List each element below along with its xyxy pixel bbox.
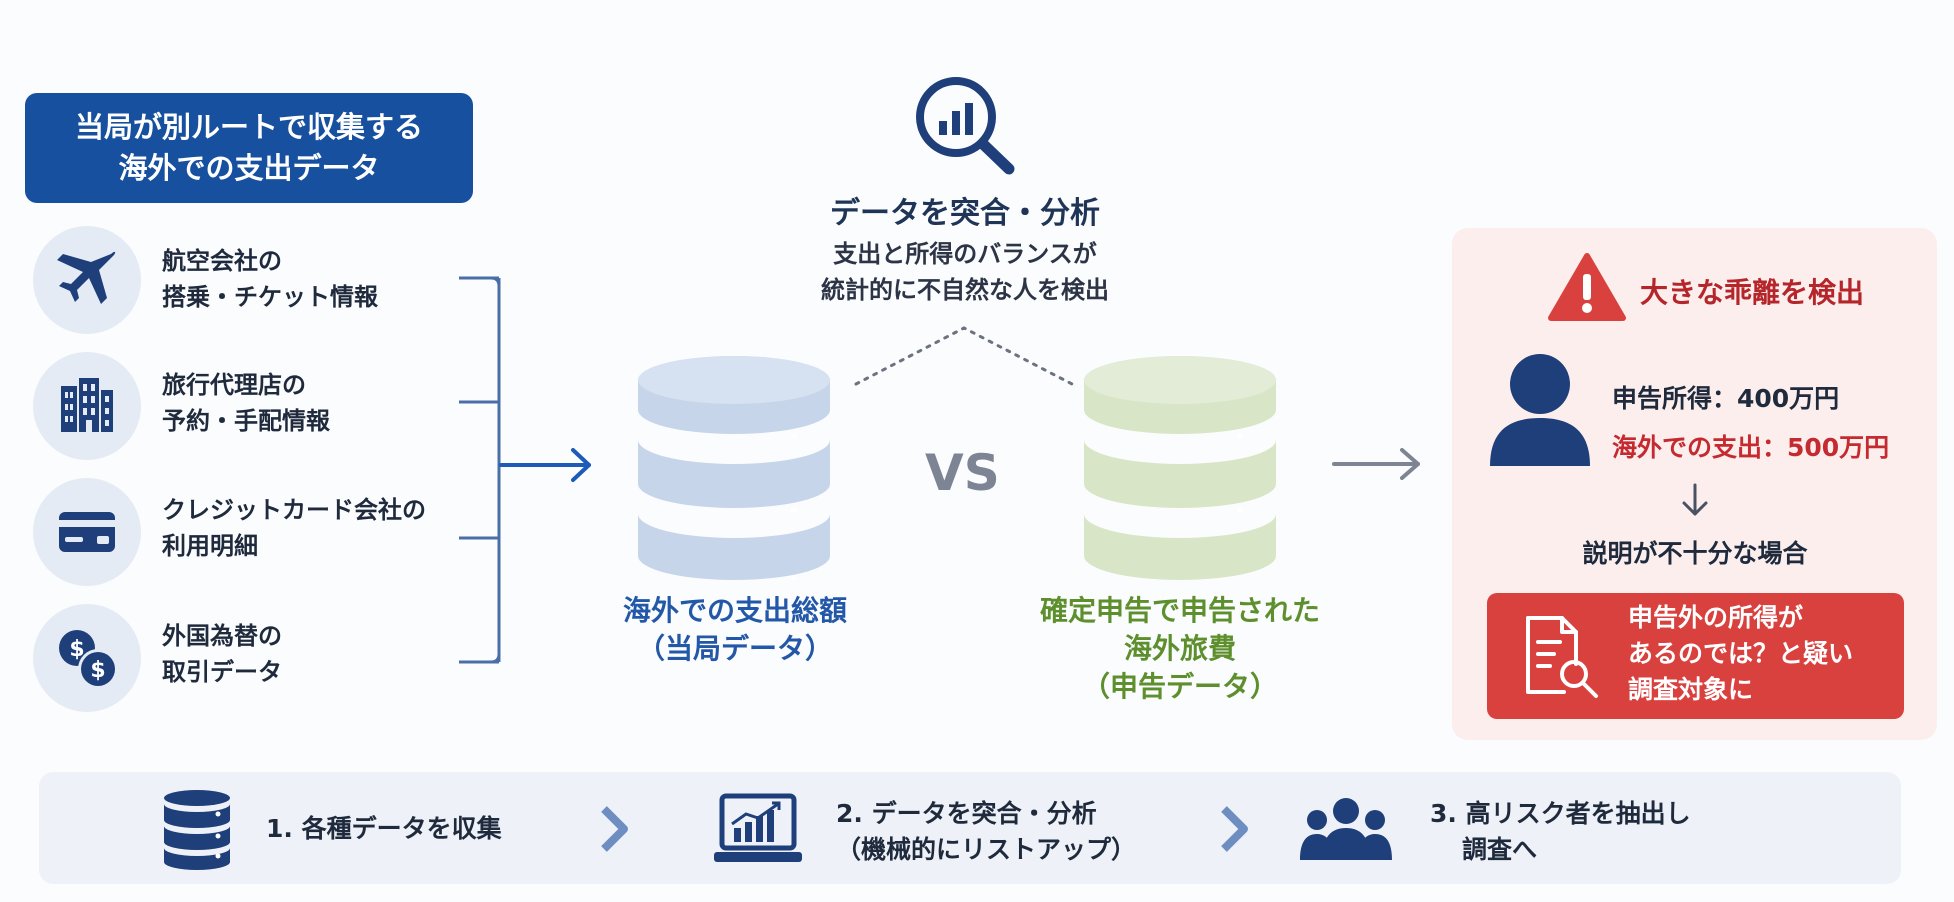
step-2-label: 2. データを突合・分析 （機械的にリストアップ）	[836, 796, 1136, 868]
step-1-line-1: 1. 各種データを収集	[266, 814, 502, 843]
magnifier-chart-icon	[916, 77, 1015, 175]
investigation-line-2: あるのでは？と疑い	[1628, 639, 1854, 668]
source-item-credit-card: クレジットカード会社の 利用明細	[162, 492, 426, 564]
chevron-right-icon	[1221, 806, 1248, 852]
insufficient-explanation: 説明が不十分な場合	[1582, 539, 1808, 568]
source-item-airline: 航空会社の 搭乗・チケット情報	[162, 243, 378, 315]
building-icon	[33, 352, 141, 460]
source-item-credit-card-line-1: クレジットカード会社の	[162, 496, 426, 524]
source-item-airline-line-1: 航空会社の	[162, 247, 282, 275]
overseas-spending: 海外での支出：500万円	[1612, 433, 1890, 462]
step-3-line-1: 3. 高リスク者を抽出し	[1430, 799, 1691, 828]
source-item-currency: 外国為替の 取引データ	[162, 618, 282, 690]
credit-card-icon	[33, 478, 141, 586]
db-label-declared-line-2: 海外旅費	[1123, 632, 1236, 665]
analysis-desc-line-2: 統計的に不自然な人を検出	[821, 276, 1109, 304]
analysis-title: データを突合・分析	[830, 196, 1100, 231]
database-icon	[164, 790, 230, 870]
investigation-line-1: 申告外の所得が	[1628, 603, 1804, 632]
source-item-airline-line-2: 搭乗・チケット情報	[162, 283, 378, 311]
person-icon	[1490, 354, 1590, 466]
arrow-down-icon	[1682, 483, 1708, 516]
db-label-authority: 海外での支出総額 （当局データ）	[560, 592, 910, 668]
step-2-line-2: （機械的にリストアップ）	[836, 835, 1137, 864]
database-authority-icon	[638, 356, 830, 580]
investigation-text: 申告外の所得が あるのでは？と疑い 調査対象に	[1628, 600, 1853, 708]
declared-income: 申告所得：400万円	[1612, 384, 1840, 413]
step-3-line-2: 調査へ	[1462, 835, 1538, 864]
database-declared-icon	[1084, 356, 1276, 580]
source-item-travel-agency-line-1: 旅行代理店の	[162, 371, 306, 399]
analysis-desc: 支出と所得のバランスが 統計的に不自然な人を検出	[760, 236, 1170, 308]
vs-label: VS	[925, 444, 1000, 502]
db-label-declared-line-1: 確定申告で申告された	[1039, 594, 1320, 627]
people-group-icon	[1300, 798, 1392, 860]
db-label-declared-line-3: （申告データ）	[1081, 670, 1278, 703]
chevron-right-icon	[601, 806, 628, 852]
source-item-travel-agency: 旅行代理店の 予約・手配情報	[162, 367, 330, 439]
source-title-line-2: 海外での支出データ	[118, 151, 380, 185]
svg-text:$: $	[90, 658, 105, 683]
source-item-credit-card-line-2: 利用明細	[162, 532, 258, 560]
step-2-line-1: 2. データを突合・分析	[836, 799, 1097, 828]
source-item-currency-line-1: 外国為替の	[162, 622, 282, 650]
investigation-box	[1487, 593, 1904, 719]
source-title-box: 当局が別ルートで収集する 海外での支出データ	[25, 93, 473, 203]
alert-title: 大きな乖離を検出	[1640, 276, 1865, 309]
document-search-icon	[1526, 616, 1598, 698]
laptop-chart-icon	[714, 793, 802, 862]
db-label-authority-line-1: 海外での支出総額	[622, 594, 847, 627]
arrow-right-icon	[1332, 448, 1420, 480]
db-label-declared: 確定申告で申告された 海外旅費 （申告データ）	[1005, 592, 1355, 706]
step-3-label: 3. 高リスク者を抽出し 調査へ	[1430, 796, 1691, 868]
warning-icon	[1548, 253, 1626, 321]
db-label-authority-line-2: （当局データ）	[636, 632, 833, 665]
source-title-line-1: 当局が別ルートで収集する	[74, 110, 423, 144]
investigation-line-3: 調査対象に	[1628, 675, 1754, 704]
source-bracket-arrow	[459, 276, 591, 664]
dotted-connector	[854, 326, 1074, 386]
airplane-icon	[33, 226, 141, 334]
currency-exchange-icon: $ $	[33, 604, 141, 712]
step-1-label: 1. 各種データを収集	[266, 811, 502, 847]
analysis-desc-line-1: 支出と所得のバランスが	[833, 240, 1097, 268]
source-item-currency-line-2: 取引データ	[162, 658, 282, 686]
steps-bar	[39, 772, 1901, 884]
source-item-travel-agency-line-2: 予約・手配情報	[162, 407, 330, 435]
svg-text:$: $	[69, 637, 84, 662]
